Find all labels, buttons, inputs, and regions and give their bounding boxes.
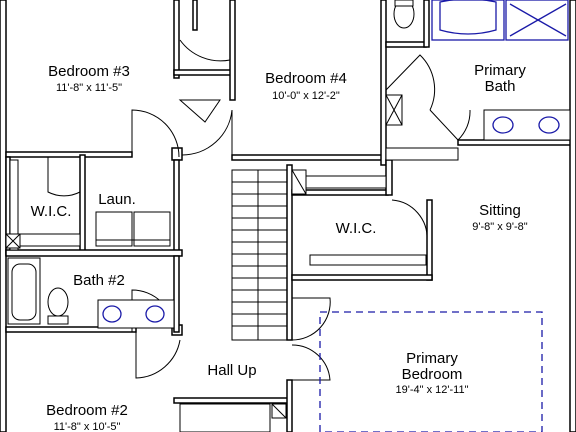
wic-center-label: W.I.C. (336, 220, 377, 237)
primary-bath-label-line2: Bath (485, 78, 516, 95)
sitting-label: Sitting (479, 202, 521, 219)
bedroom2-label: Bedroom #2 (46, 402, 128, 419)
fixtures (5, 0, 571, 432)
primary-bedroom-dims: 19'-4" x 12'-11" (396, 384, 469, 396)
bedroom3-dims: 11'-8" x 11'-5" (56, 82, 122, 94)
bath2-label: Bath #2 (73, 272, 125, 289)
room-labels: Bedroom #3 11'-8" x 11'-5" Bedroom #4 10… (31, 62, 528, 432)
bedroom4-dims: 10'-0" x 12'-2" (272, 90, 340, 102)
sitting-dims: 9'-8" x 9'-8" (472, 221, 528, 233)
staircase (231, 169, 288, 341)
bedroom2-dims: 11'-8" x 10'-5" (54, 421, 121, 432)
bedroom3-label: Bedroom #3 (48, 63, 130, 80)
primary-bedroom-label-line2: Bedroom (402, 366, 463, 383)
primary-bath-label-line1: Primary (474, 62, 526, 79)
laundry-label: Laun. (98, 191, 136, 208)
bedroom4-label: Bedroom #4 (265, 70, 347, 87)
hall-label: Hall Up (207, 362, 256, 379)
wic-left-label: W.I.C. (31, 203, 72, 220)
primary-bedroom-label-line1: Primary (406, 350, 458, 367)
